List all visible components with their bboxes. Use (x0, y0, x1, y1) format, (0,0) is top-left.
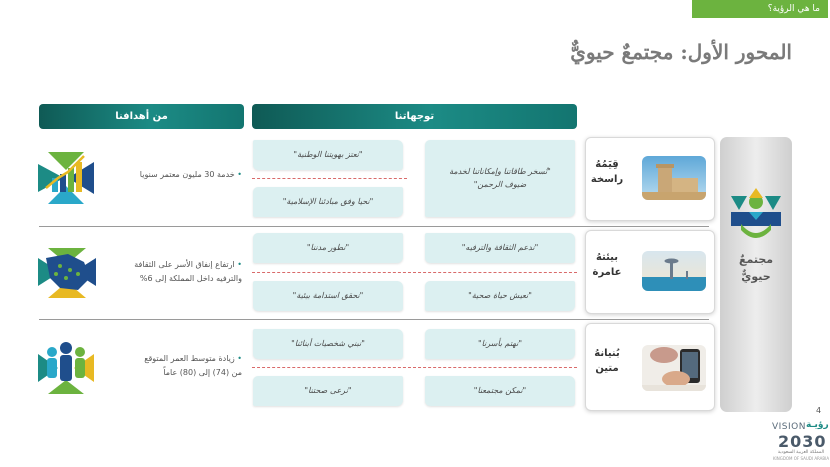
family-hands-photo (642, 345, 706, 391)
direction-card: "نعتز بهويتنا الوطنية" (253, 140, 403, 170)
goal-item: • زيادة متوسط العمر المتوقع من (74) إلى … (102, 352, 242, 379)
direction-card: "نعيش حياة صحية" (425, 281, 575, 311)
direction-card: "نمكن مجتمعنا" (425, 376, 575, 406)
row-separator (39, 226, 709, 227)
objective-label-values: قِيَمُهُ راسخة (588, 157, 626, 187)
saudi-map-icon (38, 248, 96, 298)
objective-label-environment: بيئتهُ عامرة (588, 250, 626, 280)
row-separator (39, 319, 709, 320)
objective-label-line2: راسخة (590, 174, 624, 185)
goal-text-line2: والترفيه داخل المملكة إلى 6% (139, 273, 242, 283)
direction-card: "نُسخر طاقاتنا وإمكاناتنا لخدمة ضيوف الر… (425, 140, 575, 217)
goal-text: خدمة 30 مليون معتمر سنويا (139, 170, 235, 179)
vision-logo-text: VISION (772, 422, 806, 432)
vision-logo-year: 2030 (778, 432, 827, 451)
pillar-label-line2: حيويٌّ (741, 269, 771, 283)
dashed-divider (252, 367, 577, 368)
bullet-icon: • (237, 354, 242, 363)
page-number: 4 (816, 406, 822, 415)
goal-item: • خدمة 30 مليون معتمر سنويا (112, 168, 242, 182)
vision-logo-arabic: رؤيـة (806, 420, 829, 430)
direction-card: "نرعى صحتنا" (253, 376, 403, 406)
bullet-icon: • (237, 170, 242, 179)
objective-label-line1: بيئتهُ (595, 252, 619, 263)
dashed-divider (252, 178, 407, 179)
objective-label-structure: بُنيانهُ متين (588, 346, 626, 376)
pillar-label: مجتمعٌ حيويٌّ (720, 252, 792, 285)
top-tag[interactable]: ما هي الرؤية؟ (692, 0, 828, 18)
direction-card: "نحيا وفق مبادئنا الإسلامية" (253, 187, 403, 217)
direction-card: "ندعم الثقافة والترفيه" (425, 233, 575, 263)
objective-label-line2: متين (595, 363, 619, 374)
direction-card: "نهتم بأسرنا" (425, 329, 575, 359)
objective-label-line2: عامرة (592, 267, 622, 278)
goal-text-line2: من (74) إلى (80) عاماً (163, 367, 242, 377)
waterfront-photo (642, 251, 706, 291)
goal-text-line1: زيادة متوسط العمر المتوقع (144, 354, 235, 363)
objective-label-line1: بُنيانهُ (594, 348, 620, 359)
header-directions: توجهاتنا (252, 104, 577, 129)
growth-chart-icon (38, 152, 94, 204)
objective-label-line1: قِيَمُهُ (595, 159, 619, 170)
dashed-divider (252, 272, 577, 273)
goal-text-line1: ارتفاع إنفاق الأسر على الثقافة (134, 260, 235, 269)
pillar-panel (720, 137, 792, 412)
goal-item: • ارتفاع إنفاق الأسر على الثقافة والترفي… (102, 258, 242, 285)
direction-card: "نحقق استدامة بيئية" (253, 281, 403, 311)
header-goals: من أهدافنا (39, 104, 244, 129)
community-icon (731, 188, 781, 238)
people-group-icon (38, 342, 94, 394)
vision-logo-subtitle-en: KINGDOM OF SAUDI ARABIA (772, 456, 830, 461)
direction-card: "نطور مدننا" (253, 233, 403, 263)
bullet-icon: • (237, 260, 242, 269)
page-title: المحور الأول: مجتمعٌ حيويٌّ (570, 40, 792, 64)
pillar-label-line1: مجتمعٌ (738, 253, 774, 266)
vision-logo-subtitle-ar: المملكة العربية السعودية (777, 450, 825, 455)
direction-card: "نبني شخصيات أبنائنا" (253, 329, 403, 359)
heritage-fort-photo (642, 156, 706, 200)
